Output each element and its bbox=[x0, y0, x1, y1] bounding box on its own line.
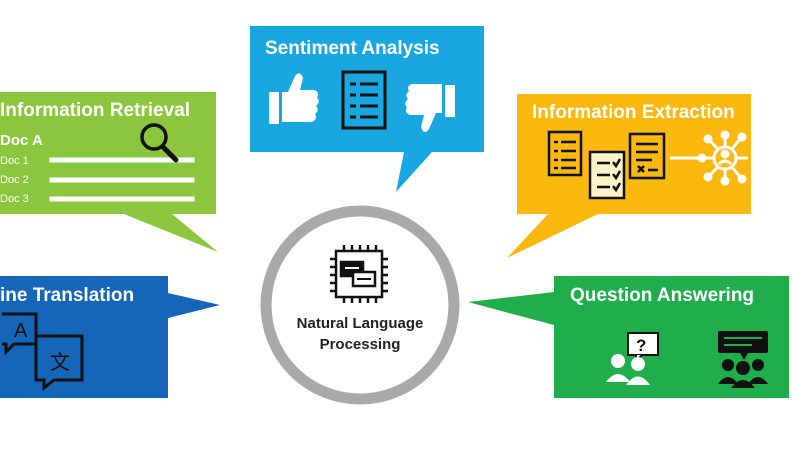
sentiment-title: Sentiment Analysis bbox=[265, 38, 440, 59]
translate-glyph-zh: 文 bbox=[50, 350, 70, 374]
form-document-icon bbox=[628, 132, 666, 180]
question-glyph: ? bbox=[636, 336, 646, 355]
magnifier-icon bbox=[140, 123, 179, 163]
translation-title: ine Translation bbox=[0, 285, 135, 306]
chip-icon bbox=[330, 245, 388, 303]
thumbs-up-icon bbox=[269, 73, 319, 124]
center-circle-ring bbox=[260, 205, 460, 405]
chat-group-icon bbox=[718, 331, 768, 388]
extraction-title: Information Extraction bbox=[532, 102, 735, 123]
center-title-line1: Natural Language bbox=[296, 315, 424, 332]
translate-glyph-a: A bbox=[14, 320, 28, 342]
retrieval-doc-1: Doc 1 bbox=[0, 155, 29, 167]
question-person-icon bbox=[606, 332, 659, 385]
retrieval-lines bbox=[49, 157, 195, 202]
document-list-icon bbox=[341, 70, 387, 130]
retrieval-doc-heading: Doc A bbox=[0, 132, 43, 149]
thumbs-down-icon bbox=[405, 84, 455, 133]
qa-title: Question Answering bbox=[570, 285, 755, 306]
checklist-document-icon bbox=[588, 150, 626, 200]
document-list-icon bbox=[547, 130, 583, 177]
retrieval-title: Information Retrieval bbox=[0, 100, 191, 121]
retrieval-doc-3: Doc 3 bbox=[0, 193, 29, 205]
network-icon bbox=[697, 130, 748, 186]
center-title-line2: Processing bbox=[319, 336, 401, 353]
translate-icon bbox=[2, 312, 84, 392]
retrieval-doc-2: Doc 2 bbox=[0, 174, 29, 186]
